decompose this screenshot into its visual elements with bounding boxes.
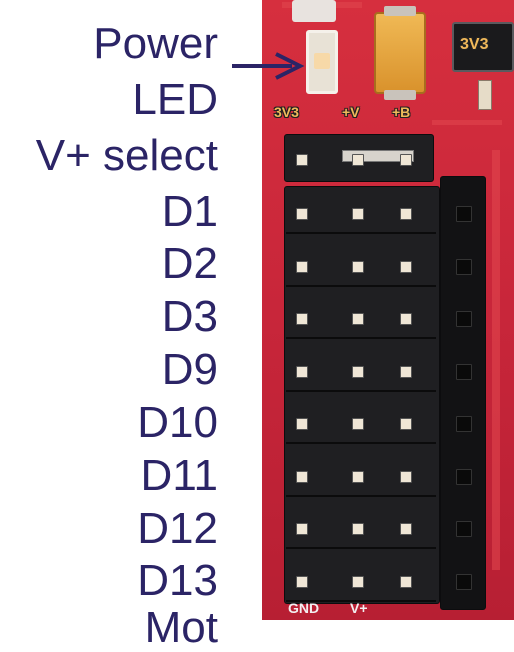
jumper-label-vplus: +V	[342, 104, 360, 120]
header-pin	[400, 471, 412, 483]
header-pin	[400, 523, 412, 535]
trace	[492, 150, 500, 570]
pin-label-d13: D13	[137, 556, 218, 605]
pin-label-d10: D10	[137, 398, 218, 447]
header-pin	[400, 366, 412, 378]
header-pin	[296, 471, 308, 483]
header-pin	[352, 208, 364, 220]
header-pin	[352, 366, 364, 378]
socket-hole	[456, 364, 472, 380]
header-pin	[400, 208, 412, 220]
power-led	[306, 30, 338, 94]
header-pin	[352, 261, 364, 273]
header-pin	[400, 313, 412, 325]
header-pin	[296, 366, 308, 378]
vplus-select-label: V+ select	[35, 131, 218, 180]
socket-hole	[456, 574, 472, 590]
power-label: Power	[93, 19, 218, 68]
row-divider	[286, 547, 436, 549]
header-pin	[400, 576, 412, 588]
resistor	[478, 80, 492, 110]
header-pin	[296, 208, 308, 220]
jumper-label-3v3: 3V3	[274, 104, 299, 120]
socket-hole	[456, 469, 472, 485]
header-pin	[400, 154, 412, 166]
header-pin	[352, 418, 364, 430]
gnd-label: GND	[288, 600, 320, 616]
header-pin	[296, 576, 308, 588]
row-divider	[286, 600, 436, 602]
header-pin	[296, 261, 308, 273]
header-pin	[352, 313, 364, 325]
pin-label-d2: D2	[161, 239, 218, 288]
socket-hole	[456, 259, 472, 275]
row-divider	[286, 285, 436, 287]
capacitor	[374, 6, 426, 100]
trace	[432, 120, 502, 125]
socket-hole	[456, 521, 472, 537]
row-divider	[286, 232, 436, 234]
header-pin	[352, 576, 364, 588]
row-divider	[286, 495, 436, 497]
socket-hole	[456, 311, 472, 327]
pin-label-d3: D3	[161, 292, 218, 341]
pin-label-d12: D12	[137, 504, 218, 553]
smd-pad	[292, 0, 336, 22]
cutoff-label: Mot	[144, 603, 218, 652]
vplus-label: V+	[350, 600, 368, 616]
socket-hole	[456, 206, 472, 222]
pin-label-d11: D11	[140, 451, 218, 500]
header-pin	[400, 261, 412, 273]
pin-label-d1: D1	[161, 187, 218, 236]
header-pin	[352, 154, 364, 166]
header-pin	[400, 418, 412, 430]
regulator-chip	[452, 22, 514, 72]
header-pin	[296, 523, 308, 535]
regulator-label: 3V3	[460, 36, 489, 53]
socket-strip	[440, 176, 486, 610]
servo-header-block	[284, 186, 440, 604]
pin-label-d9: D9	[161, 345, 218, 394]
led-label: LED	[132, 75, 218, 124]
header-pin	[352, 523, 364, 535]
socket-hole	[456, 416, 472, 432]
header-pin	[296, 154, 308, 166]
header-pin	[296, 313, 308, 325]
arrow-icon	[232, 52, 305, 80]
header-pin	[352, 471, 364, 483]
jumper-label-bplus: +B	[392, 104, 411, 120]
row-divider	[286, 442, 436, 444]
row-divider	[286, 337, 436, 339]
header-pin	[296, 418, 308, 430]
row-divider	[286, 390, 436, 392]
circuit-board: 3V3 3V3 +V +B GND V+	[262, 0, 514, 620]
